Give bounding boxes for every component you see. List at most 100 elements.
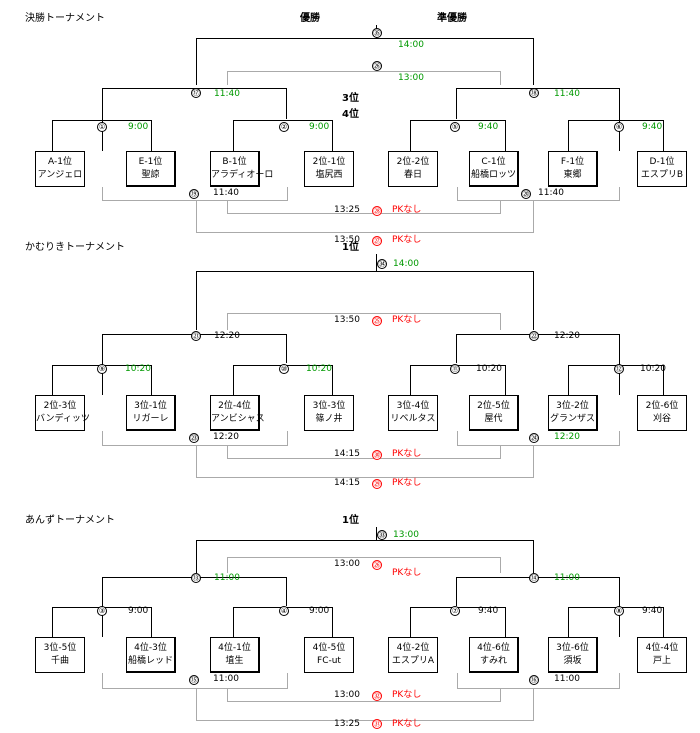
pk-note-25: PKなし bbox=[392, 315, 422, 325]
team-box: 3位-5位千曲 bbox=[35, 637, 85, 673]
match-time-20: 11:40 bbox=[538, 188, 564, 198]
match-number-28: ㉘ bbox=[372, 206, 382, 216]
match-number-27: ㉗ bbox=[372, 236, 382, 246]
team-box: 2位-4位アンビシャス bbox=[210, 395, 265, 431]
match-time-11: 10:20 bbox=[476, 364, 502, 374]
match-number-11: ⑪ bbox=[450, 364, 460, 374]
match-number-29: ㉙ bbox=[372, 479, 382, 489]
match-time-26b: 13:00 bbox=[334, 559, 360, 569]
team-box: 3位-3位篠ノ井 bbox=[304, 395, 354, 431]
match-number-26b: ㉖ bbox=[372, 560, 382, 570]
header-runner-up: 準優勝 bbox=[437, 13, 467, 24]
match-number-35: ㉟ bbox=[372, 28, 382, 38]
header-fourth-place: 4位 bbox=[342, 109, 359, 120]
match-number-4: ④ bbox=[279, 606, 289, 616]
match-time-16: 11:00 bbox=[554, 674, 580, 684]
team-box: 4位-2位エスプリA bbox=[388, 637, 438, 673]
team-box: 4位-4位戸上 bbox=[637, 637, 687, 673]
match-time-34: 14:00 bbox=[393, 259, 419, 269]
team-box: 3位-6位須坂 bbox=[548, 637, 598, 673]
match-time-32: 13:00 bbox=[334, 690, 360, 700]
match-time-14: 11:00 bbox=[554, 573, 580, 583]
pk-note-28: PKなし bbox=[392, 205, 422, 215]
match-number-31: ㉛ bbox=[372, 719, 382, 729]
match-number-14: ⑭ bbox=[529, 573, 539, 583]
header-champion: 優勝 bbox=[300, 13, 320, 24]
match-number-9: ⑨ bbox=[97, 364, 107, 374]
team-box: 3位-2位グランザス bbox=[548, 395, 598, 431]
header-third-place: 3位 bbox=[342, 93, 359, 104]
match-time-6: 9:40 bbox=[642, 122, 663, 132]
match-number-10: ⑩ bbox=[279, 364, 289, 374]
team-box: 4位-6位すみれ bbox=[469, 637, 519, 673]
pk-note-29: PKなし bbox=[392, 478, 422, 488]
match-time-8: 9:40 bbox=[642, 606, 663, 616]
header-first-place: 1位 bbox=[342, 515, 359, 526]
match-time-26: 13:00 bbox=[398, 73, 424, 83]
match-number-1: ① bbox=[97, 122, 107, 132]
team-box: 2位-5位屋代 bbox=[469, 395, 519, 431]
match-number-21: ㉑ bbox=[191, 331, 201, 341]
match-time-25: 13:50 bbox=[334, 315, 360, 325]
match-time-9: 10:20 bbox=[125, 364, 151, 374]
team-box: C-1位船橋ロッツ bbox=[469, 151, 519, 187]
match-number-18: ⑱ bbox=[529, 88, 539, 98]
match-number-22: ㉒ bbox=[529, 331, 539, 341]
match-time-29: 14:15 bbox=[334, 478, 360, 488]
team-box: B-1位アラディオーロ bbox=[210, 151, 273, 187]
match-time-7: 9:40 bbox=[478, 606, 499, 616]
match-time-4: 9:00 bbox=[309, 606, 330, 616]
team-box: F-1位東郷 bbox=[548, 151, 598, 187]
match-number-32: ㉜ bbox=[372, 691, 382, 701]
match-number-7: ⑦ bbox=[450, 606, 460, 616]
pk-note-26b: PKなし bbox=[392, 568, 422, 578]
match-time-15: 11:00 bbox=[213, 674, 239, 684]
match-number-33: ㉝ bbox=[377, 530, 387, 540]
match-number-25: ㉕ bbox=[372, 316, 382, 326]
match-number-30: ㉚ bbox=[372, 450, 382, 460]
match-number-26: ㉖ bbox=[372, 61, 382, 71]
match-time-19: 11:40 bbox=[213, 188, 239, 198]
match-number-17: ⑰ bbox=[191, 88, 201, 98]
match-number-15: ⑮ bbox=[189, 675, 199, 685]
match-time-18: 11:40 bbox=[554, 89, 580, 99]
match-number-19: ⑲ bbox=[189, 189, 199, 199]
team-box: 4位-1位埴生 bbox=[210, 637, 260, 673]
match-time-3: 9:00 bbox=[128, 606, 149, 616]
match-time-28: 13:25 bbox=[334, 205, 360, 215]
team-box: 2位-3位バンディッツ bbox=[35, 395, 90, 431]
match-number-24: ㉔ bbox=[529, 433, 539, 443]
match-time-1: 9:00 bbox=[128, 122, 149, 132]
team-box: 2位-1位塩尻西 bbox=[304, 151, 354, 187]
pk-note-32: PKなし bbox=[392, 690, 422, 700]
match-time-30: 14:15 bbox=[334, 449, 360, 459]
team-box: 2位-6位刈谷 bbox=[637, 395, 687, 431]
match-number-13: ⑬ bbox=[191, 573, 201, 583]
team-box: E-1位聖諒 bbox=[126, 151, 176, 187]
match-time-23: 12:20 bbox=[213, 432, 239, 442]
team-box: D-1位エスプリB bbox=[637, 151, 687, 187]
match-time-22: 12:20 bbox=[554, 331, 580, 341]
match-time-17: 11:40 bbox=[214, 89, 240, 99]
team-box: A-1位アンジェロ bbox=[35, 151, 85, 187]
pk-note-31: PKなし bbox=[392, 719, 422, 729]
section-title-anzu: あんずトーナメント bbox=[25, 515, 115, 526]
match-time-35: 14:00 bbox=[398, 40, 424, 50]
match-number-20: ⑳ bbox=[521, 189, 531, 199]
match-time-13: 11:00 bbox=[214, 573, 240, 583]
section-title-kessho: 決勝トーナメント bbox=[25, 13, 105, 24]
team-box: 3位-1位リガーレ bbox=[126, 395, 176, 431]
team-box: 3位-4位リベルタス bbox=[388, 395, 438, 431]
match-number-34: ㉞ bbox=[377, 259, 387, 269]
match-number-6: ⑥ bbox=[614, 122, 624, 132]
match-time-21: 12:20 bbox=[214, 331, 240, 341]
section-title-kamuriki: かむりきトーナメント bbox=[25, 242, 125, 253]
match-number-3: ③ bbox=[97, 606, 107, 616]
match-number-8: ⑧ bbox=[614, 606, 624, 616]
match-number-5: ⑤ bbox=[450, 122, 460, 132]
match-time-31: 13:25 bbox=[334, 719, 360, 729]
match-time-33: 13:00 bbox=[393, 530, 419, 540]
match-time-24: 12:20 bbox=[554, 432, 580, 442]
